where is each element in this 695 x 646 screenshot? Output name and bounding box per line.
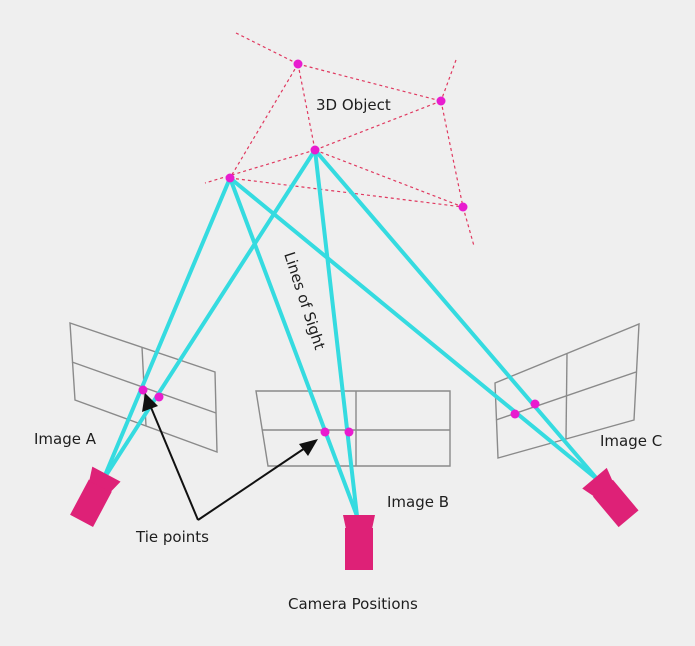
image-c-frame (494, 322, 640, 459)
object-vertex (225, 173, 235, 183)
line-of-sight (313, 148, 600, 482)
tie-point (154, 392, 164, 402)
camera-positions-label: Camera Positions (288, 595, 418, 613)
object-edge (297, 63, 316, 151)
line-of-sight (101, 148, 317, 482)
line-of-sight (228, 176, 359, 518)
object-edge (440, 100, 464, 208)
tie-point-arrows (142, 393, 318, 521)
image-a-label: Image A (34, 430, 97, 448)
camera-b-icon (343, 515, 375, 570)
object-edge (314, 100, 442, 151)
object-edge (204, 149, 316, 184)
camera-c-icon (582, 467, 639, 528)
line-of-sight (228, 176, 600, 482)
tie-point (344, 427, 354, 437)
tie-point (320, 427, 330, 437)
object-edge (229, 63, 299, 179)
object-vertex (310, 145, 320, 155)
tie-point (530, 399, 540, 409)
object-edge (462, 206, 475, 247)
tie-point (138, 385, 148, 395)
object-vertex (293, 59, 303, 69)
tie-points-label: Tie points (135, 528, 209, 546)
tie-point (510, 409, 520, 419)
lines-of-sight (101, 148, 600, 518)
object-edge (297, 63, 442, 102)
image-c-label: Image C (600, 432, 662, 450)
line-of-sight (101, 176, 232, 482)
tie-point-markers (138, 385, 540, 437)
object-edge (440, 59, 457, 102)
object-vertex (436, 96, 446, 106)
line-of-sight (313, 148, 359, 518)
object-vertex (458, 202, 468, 212)
object-vertices (225, 59, 468, 212)
object-edge (314, 149, 464, 208)
image-b-frame (255, 390, 451, 467)
camera-a-icon (70, 466, 121, 527)
3d-object-edges (204, 32, 475, 247)
object-label: 3D Object (316, 96, 391, 114)
image-b-label: Image B (387, 493, 449, 511)
